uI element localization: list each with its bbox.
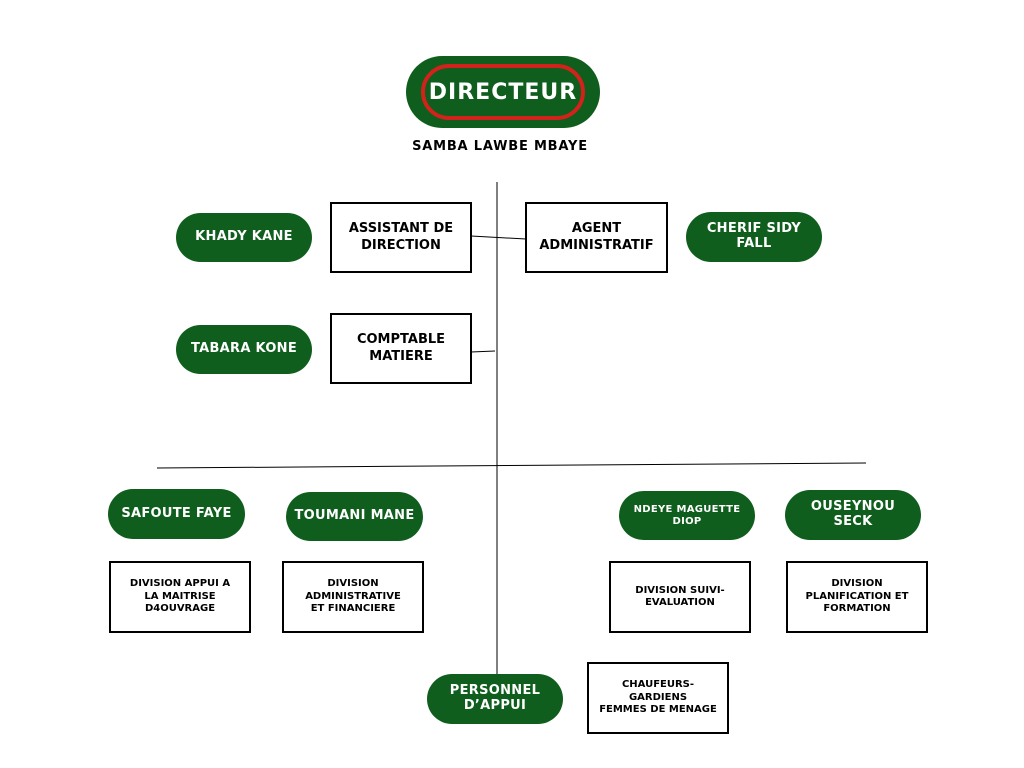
assistant-role-box: ASSISTANT DE DIRECTION <box>330 202 472 273</box>
director-name: SAMBA LAWBE MBAYE <box>412 139 588 154</box>
division-box: DIVISION SUIVI- EVALUATION <box>609 561 751 633</box>
assistant-person: KHADY KANE <box>176 213 312 262</box>
agent-person: CHERIF SIDY FALL <box>686 212 822 262</box>
division-person: OUSEYNOU SECK <box>785 490 921 540</box>
director-title: DIRECTEUR <box>421 64 585 120</box>
division-box: DIVISION PLANIFICATION ET FORMATION <box>786 561 928 633</box>
support-staff-box: CHAUFEURS-GARDIENS FEMMES DE MENAGE <box>587 662 729 734</box>
horizontal-division-line <box>156 462 867 469</box>
division-person: TOUMANI MANE <box>286 492 423 541</box>
division-box: DIVISION ADMINISTRATIVE ET FINANCIERE <box>282 561 424 633</box>
division-person: SAFOUTE FAYE <box>108 489 245 539</box>
agent-role-box: AGENT ADMINISTRATIF <box>525 202 668 273</box>
assistant-agent-connector <box>470 235 527 240</box>
division-person: NDEYE MAGUETTE DIOP <box>619 491 755 540</box>
comptable-connector <box>470 350 496 353</box>
comptable-person: TABARA KONE <box>176 325 312 374</box>
director-node: DIRECTEUR <box>406 56 600 128</box>
comptable-role-box: COMPTABLE MATIERE <box>330 313 472 384</box>
division-box: DIVISION APPUI A LA MAITRISE D4OUVRAGE <box>109 561 251 633</box>
support-staff-pill: PERSONNEL D’APPUI <box>427 674 563 724</box>
